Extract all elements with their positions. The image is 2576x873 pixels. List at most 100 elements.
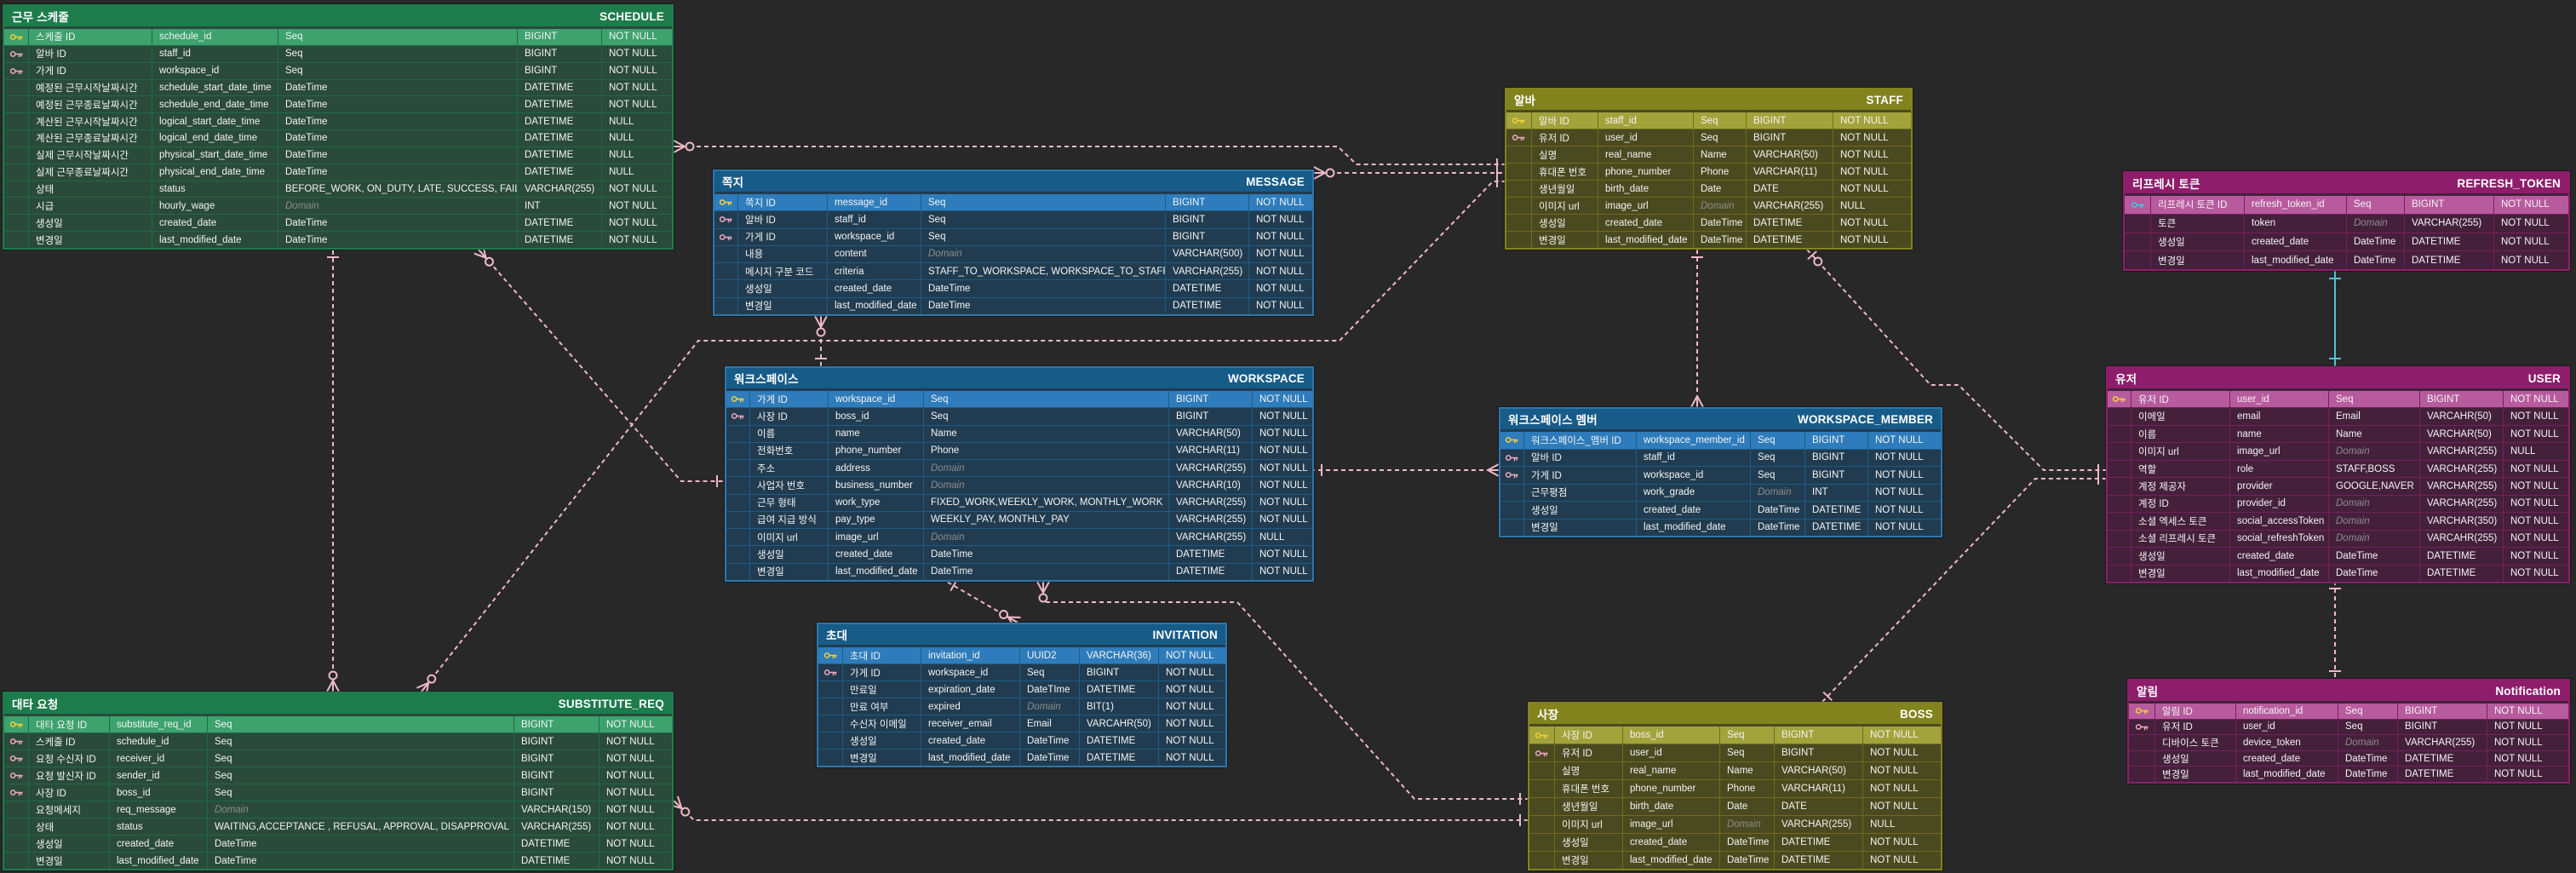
- table-header[interactable]: 알바 STAFF: [1506, 89, 1911, 110]
- table-header[interactable]: 대타 요청 SUBSTITUTE_REQ: [4, 693, 672, 714]
- table-header[interactable]: 워크스페이스 멤버 WORKSPACE_MEMBER: [1500, 409, 1941, 429]
- table-header[interactable]: 유저 USER: [2108, 368, 2568, 388]
- table-header[interactable]: 워크스페이스 WORKSPACE: [726, 368, 1312, 388]
- table-header[interactable]: 알림 Notification: [2129, 681, 2568, 701]
- table-header[interactable]: 사장 BOSS: [1529, 704, 1941, 724]
- table-header[interactable]: 리프레시 토큰 REFRESH_TOKEN: [2125, 173, 2568, 193]
- table-header[interactable]: 초대 INVITATION: [818, 624, 1225, 645]
